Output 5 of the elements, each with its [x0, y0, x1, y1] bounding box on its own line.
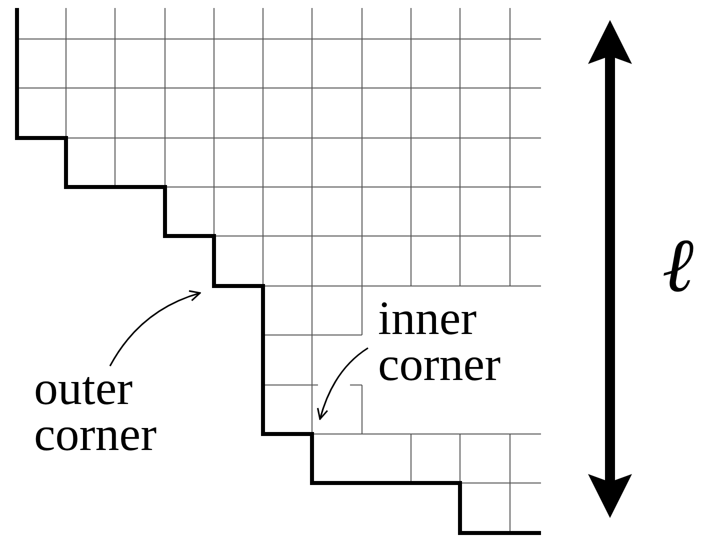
callout-label: inner corner — [378, 296, 502, 388]
leader-line — [317, 347, 368, 420]
leader-line — [109, 290, 201, 366]
length-symbol: ℓ — [662, 228, 694, 304]
callout-label: outer corner — [34, 366, 158, 458]
